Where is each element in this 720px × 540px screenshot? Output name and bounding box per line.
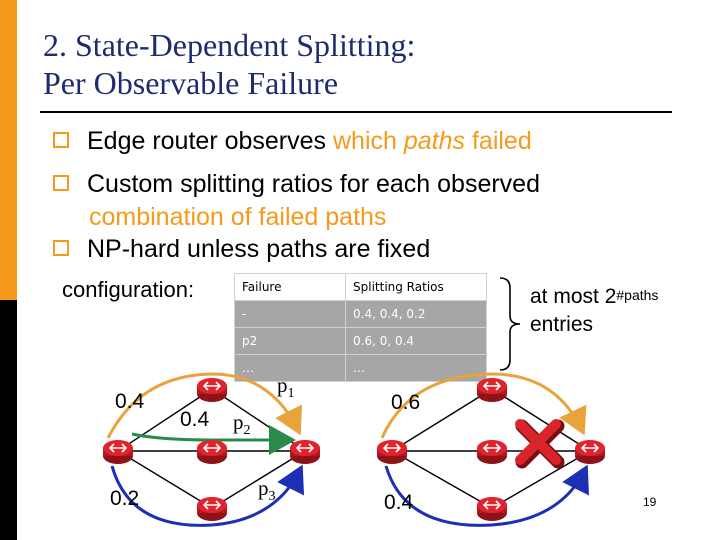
path-p2-arrow bbox=[131, 425, 296, 455]
table-row: p2 0.6, 0, 0.4 bbox=[234, 327, 487, 355]
title-underline bbox=[40, 111, 672, 113]
link-line bbox=[211, 450, 306, 509]
splitting-table: Failure Splitting Ratios - 0.4, 0.4, 0.2… bbox=[234, 273, 487, 382]
link-line bbox=[491, 450, 591, 509]
failure-cross-icon bbox=[515, 419, 565, 469]
checkbox-bullet-icon bbox=[53, 240, 69, 256]
path-orange-arrow bbox=[380, 372, 587, 439]
bullet-2-line-1: Custom splitting ratios for each observe… bbox=[87, 170, 540, 198]
path-label-p3: p3 bbox=[258, 476, 276, 505]
router-icon bbox=[476, 439, 508, 465]
link-line bbox=[491, 388, 591, 452]
link-line bbox=[117, 388, 213, 452]
slide-title: 2. State-Dependent Splitting: Per Observ… bbox=[43, 26, 683, 102]
note-text: at most 2 bbox=[530, 285, 617, 308]
table-header-ratios: Splitting Ratios bbox=[345, 273, 487, 301]
table-header-failure: Failure bbox=[234, 273, 346, 301]
configuration-label: configuration: bbox=[62, 277, 195, 302]
right-ratio-top: 0.6 bbox=[391, 391, 421, 414]
router-icon bbox=[574, 439, 606, 465]
bullet-2: Custom splitting ratios for each observe… bbox=[53, 169, 540, 199]
router-icon bbox=[476, 377, 508, 403]
note-line-2: entries bbox=[530, 313, 594, 336]
path-label-p2: p2 bbox=[233, 410, 251, 439]
bullet-1-which: which bbox=[332, 127, 397, 155]
path-p1-arrow bbox=[106, 372, 303, 439]
bullet-1-paths: paths bbox=[403, 127, 466, 155]
bullet-3: NP-hard unless paths are fixed bbox=[53, 234, 430, 264]
link-line bbox=[117, 450, 213, 509]
bullet-2-line-2: combination of failed paths bbox=[89, 203, 387, 231]
left-ratio-top: 0.4 bbox=[115, 390, 145, 413]
title-line-2: Per Observable Failure bbox=[43, 65, 339, 101]
router-icon bbox=[476, 496, 508, 522]
router-icon bbox=[196, 439, 228, 465]
left-network bbox=[102, 372, 321, 527]
table-cell-ratios: 0.4, 0.4, 0.2 bbox=[345, 300, 487, 328]
router-icon bbox=[196, 377, 228, 403]
right-ratio-bottom: 0.4 bbox=[384, 491, 414, 514]
title-line-1: 2. State-Dependent Splitting: bbox=[43, 27, 416, 63]
router-icon bbox=[102, 439, 134, 465]
table-cell-failure: p2 bbox=[234, 327, 346, 355]
table-cell-failure: - bbox=[234, 300, 346, 328]
bullet-3-text: NP-hard unless paths are fixed bbox=[87, 235, 431, 263]
table-row: … … bbox=[234, 354, 487, 382]
link-line bbox=[391, 388, 493, 452]
bullet-1: Edge router observes which paths failed bbox=[53, 126, 532, 156]
path-label-p1: p1 bbox=[277, 373, 295, 402]
checkbox-bullet-icon bbox=[53, 175, 69, 191]
table-cell-failure: … bbox=[234, 354, 346, 382]
note-superscript: #paths bbox=[616, 287, 659, 303]
path-p3-arrow bbox=[110, 464, 305, 527]
brace-icon bbox=[499, 277, 521, 371]
left-ratio-middle: 0.4 bbox=[180, 408, 210, 431]
router-icon bbox=[376, 439, 408, 465]
network-diagrams bbox=[102, 372, 606, 527]
accent-bar-orange bbox=[0, 0, 17, 300]
table-cell-ratios: 0.6, 0, 0.4 bbox=[345, 327, 487, 355]
router-icon bbox=[196, 496, 228, 522]
page-number: 19 bbox=[643, 495, 657, 509]
bullet-1-failed: failed bbox=[465, 127, 532, 155]
link-line bbox=[391, 450, 493, 509]
router-icon bbox=[289, 439, 321, 465]
right-network bbox=[376, 372, 606, 527]
table-header-row: Failure Splitting Ratios bbox=[234, 273, 487, 301]
path-blue-arrow bbox=[384, 464, 590, 527]
table-size-note: at most 2#paths entries bbox=[530, 283, 658, 339]
accent-bar-black bbox=[0, 300, 17, 540]
bullet-1-space bbox=[397, 127, 404, 155]
left-ratio-bottom: 0.2 bbox=[110, 487, 140, 510]
table-row: - 0.4, 0.4, 0.2 bbox=[234, 300, 487, 328]
bullet-1-pre: Edge router observes bbox=[87, 127, 333, 155]
checkbox-bullet-icon bbox=[53, 132, 69, 148]
